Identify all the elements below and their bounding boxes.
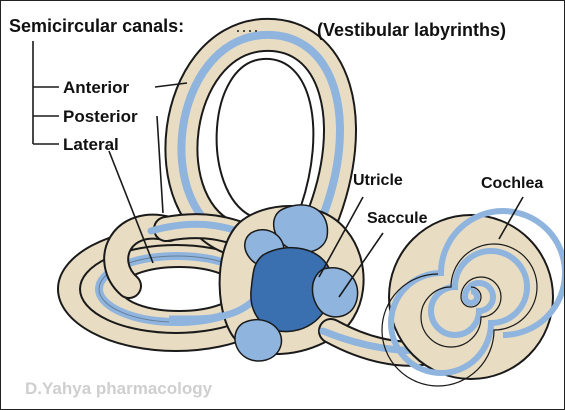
label-anterior: Anterior [63,79,129,96]
lower-ampulla [235,320,282,361]
label-saccule: Saccule [367,211,427,227]
posterior-leader [157,116,163,213]
title-vestibular-labyrinths: (Vestibular labyrinths) [317,21,506,39]
label-cochlea: Cochlea [481,176,543,192]
label-utricle: Utricle [353,173,403,189]
watermark: D.Yahya pharmacology [25,379,212,399]
title-semicircular-canals: Semicircular canals: [9,17,184,35]
label-lateral: Lateral [63,136,119,153]
cochlea [382,211,564,386]
label-posterior: Posterior [63,108,138,125]
